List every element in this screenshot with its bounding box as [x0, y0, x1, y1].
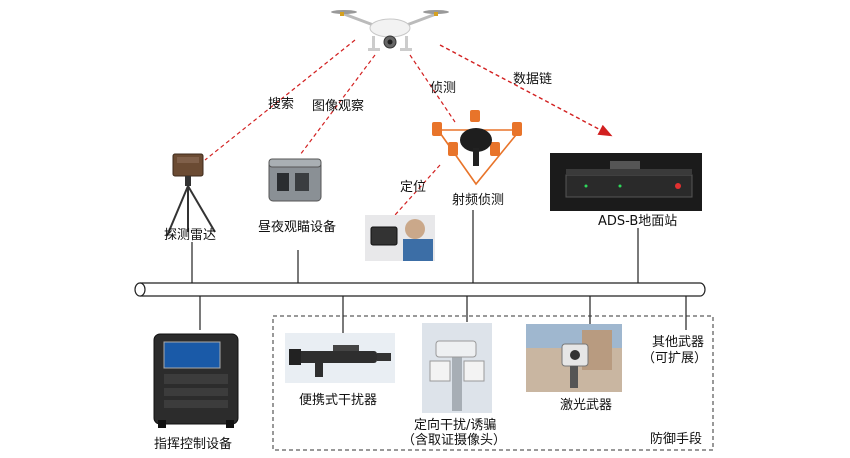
- radar-label: 探测雷达: [164, 228, 217, 243]
- command-control-image: [153, 333, 239, 428]
- locate-label: 定位: [400, 180, 427, 195]
- defense-box: [272, 315, 714, 451]
- other-weapons-sub-label: （可扩展）: [642, 351, 708, 366]
- rf-detector-image: [432, 110, 522, 186]
- bus-pipe: [134, 282, 706, 297]
- locate-tablet-image: [365, 215, 435, 261]
- directional-jammer-image: [422, 323, 492, 413]
- image-observe-label: 图像观察: [312, 99, 365, 114]
- detect-label: 侦测: [430, 81, 457, 96]
- adsb-station-image: [550, 153, 702, 211]
- radar-image: [166, 153, 216, 237]
- other-weapons-label: 其他武器: [652, 335, 705, 350]
- command-label: 指挥控制设备: [154, 437, 233, 452]
- laser-weapon-image: [526, 324, 622, 392]
- drone-image: [331, 10, 449, 51]
- laser-label: 激光武器: [560, 398, 613, 413]
- search-label: 搜索: [268, 97, 295, 112]
- locate-link: [394, 164, 441, 216]
- directional-jammer-sub-label: （含取证摄像头）: [402, 433, 507, 448]
- defense-label: 防御手段: [650, 432, 703, 447]
- day-night-observation-image: [268, 158, 322, 202]
- rf-detect-label: 射频侦测: [452, 193, 505, 208]
- adsb-label: ADS-B地面站: [598, 214, 678, 229]
- datalink-label: 数据链: [513, 72, 553, 87]
- directional-jammer-label: 定向干扰/诱骗: [414, 418, 497, 433]
- day-night-label: 昼夜观瞄设备: [258, 220, 337, 235]
- portable-jammer-image: [285, 333, 395, 383]
- portable-jammer-label: 便携式干扰器: [299, 393, 378, 408]
